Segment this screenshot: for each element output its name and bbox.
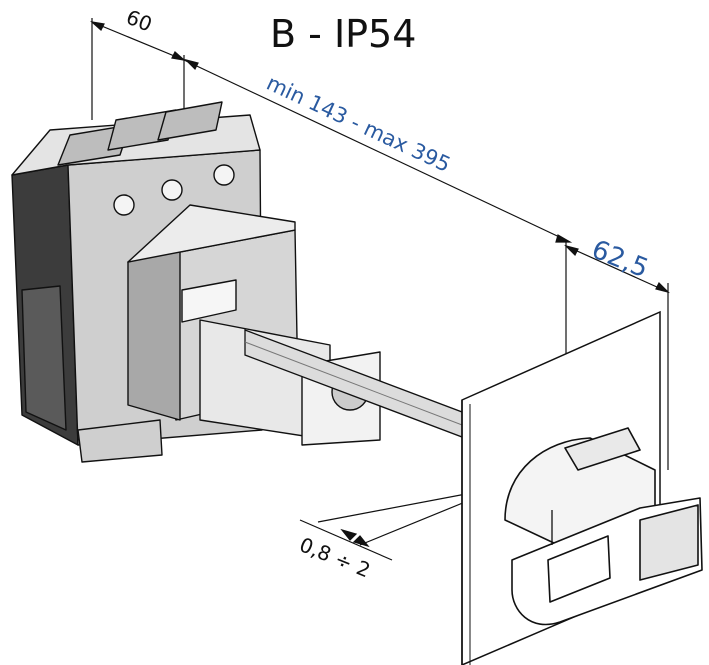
rotary-handle <box>504 427 703 626</box>
handle-adapter-box <box>127 204 381 446</box>
dimension-handle-depth-label: 62,5 <box>587 235 652 285</box>
dimension-shaft-range-label: min 143 - max 395 <box>263 71 454 177</box>
drawing-title: B - IP54 <box>270 12 416 56</box>
dimension-handle-depth <box>564 240 670 470</box>
dimension-panel-thickness <box>299 493 471 561</box>
dimension-depth-label: 60 <box>123 5 156 37</box>
dimension-depth <box>90 18 186 130</box>
